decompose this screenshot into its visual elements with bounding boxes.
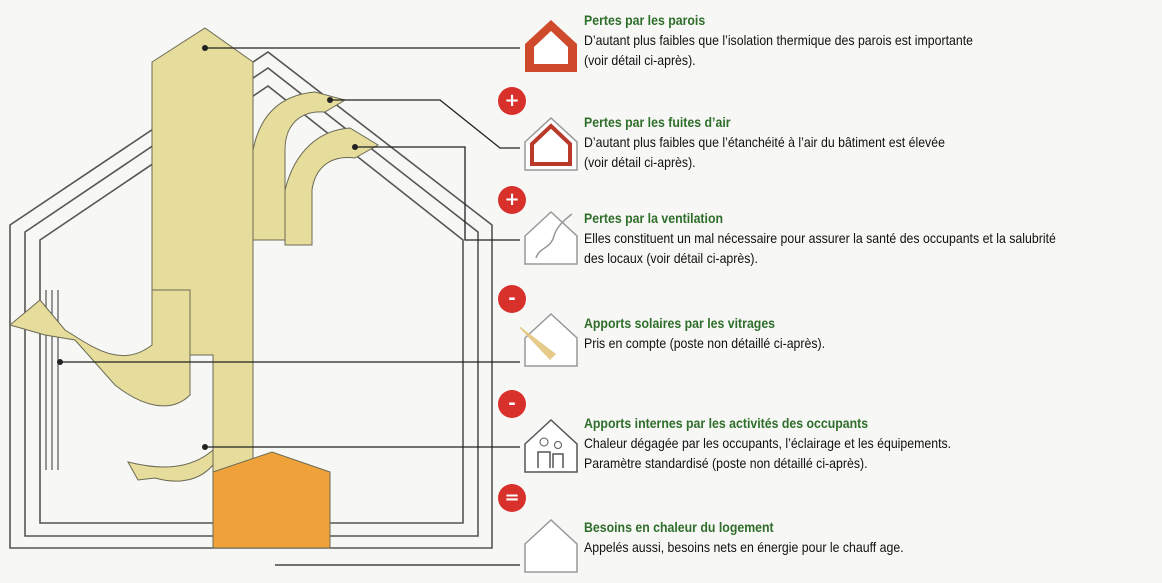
leader-lines xyxy=(60,47,520,566)
entry-air-leak-losses: Pertes par les fuites d’air D’autant plu… xyxy=(584,112,945,172)
entry-desc-line: D’autant plus faibles que l’isolation th… xyxy=(584,32,973,48)
entry-ventilation-losses: Pertes par la ventilation Elles constitu… xyxy=(584,208,1056,268)
entry-desc-line: (voir détail ci-après). xyxy=(584,154,696,170)
entry-title: Pertes par la ventilation xyxy=(584,210,723,226)
entry-title: Pertes par les fuites d’air xyxy=(584,114,731,130)
entry-desc-line: Paramètre standardisé (poste non détaill… xyxy=(584,455,868,471)
operator-minus-2: - xyxy=(498,390,526,418)
operator-plus-2: + xyxy=(498,186,526,214)
entry-desc-line: Chaleur dégagée par les occupants, l’écl… xyxy=(584,435,952,451)
entry-desc-line: D’autant plus faibles que l’étanchéité à… xyxy=(584,134,945,150)
entry-desc-line: des locaux (voir détail ci-après). xyxy=(584,250,758,266)
entry-title: Apports internes par les activités des o… xyxy=(584,415,869,431)
house-needs-icon xyxy=(524,518,578,573)
house-ventilation-icon xyxy=(524,210,578,265)
entry-internal-gains: Apports internes par les activités des o… xyxy=(584,413,951,473)
leader-dots xyxy=(57,45,358,450)
operator-equals: = xyxy=(498,484,526,512)
house-sun-icon xyxy=(520,312,578,367)
entry-desc-line: Elles constituent un mal nécessaire pour… xyxy=(584,230,1056,246)
operator-plus-1: + xyxy=(498,87,526,115)
solar-gain-arrow xyxy=(8,289,191,407)
house-air-leak-icon xyxy=(524,116,578,171)
house-occupants-icon xyxy=(524,418,578,473)
internal-gain-arrow xyxy=(127,410,214,482)
house-walls-icon xyxy=(525,20,577,72)
operator-minus-1: - xyxy=(498,285,526,313)
heat-flows xyxy=(8,27,379,549)
entry-desc-line: Pris en compte (poste non détaillé ci-ap… xyxy=(584,335,826,351)
entry-title: Besoins en chaleur du logement xyxy=(584,519,774,535)
entry-heating-needs: Besoins en chaleur du logement Appelés a… xyxy=(584,517,904,557)
entry-solar-gains: Apports solaires par les vitrages Pris e… xyxy=(584,313,825,353)
entry-title: Pertes par les parois xyxy=(584,12,706,28)
entry-wall-losses: Pertes par les parois D’autant plus faib… xyxy=(584,10,973,70)
heating-needs-block xyxy=(212,451,331,549)
entry-desc-line: (voir détail ci-après). xyxy=(584,52,696,68)
ventilation-arrow xyxy=(284,127,379,246)
entry-desc-line: Appelés aussi, besoins nets en énergie p… xyxy=(584,539,904,555)
entry-title: Apports solaires par les vitrages xyxy=(584,315,776,331)
main-heat-column xyxy=(151,27,254,491)
